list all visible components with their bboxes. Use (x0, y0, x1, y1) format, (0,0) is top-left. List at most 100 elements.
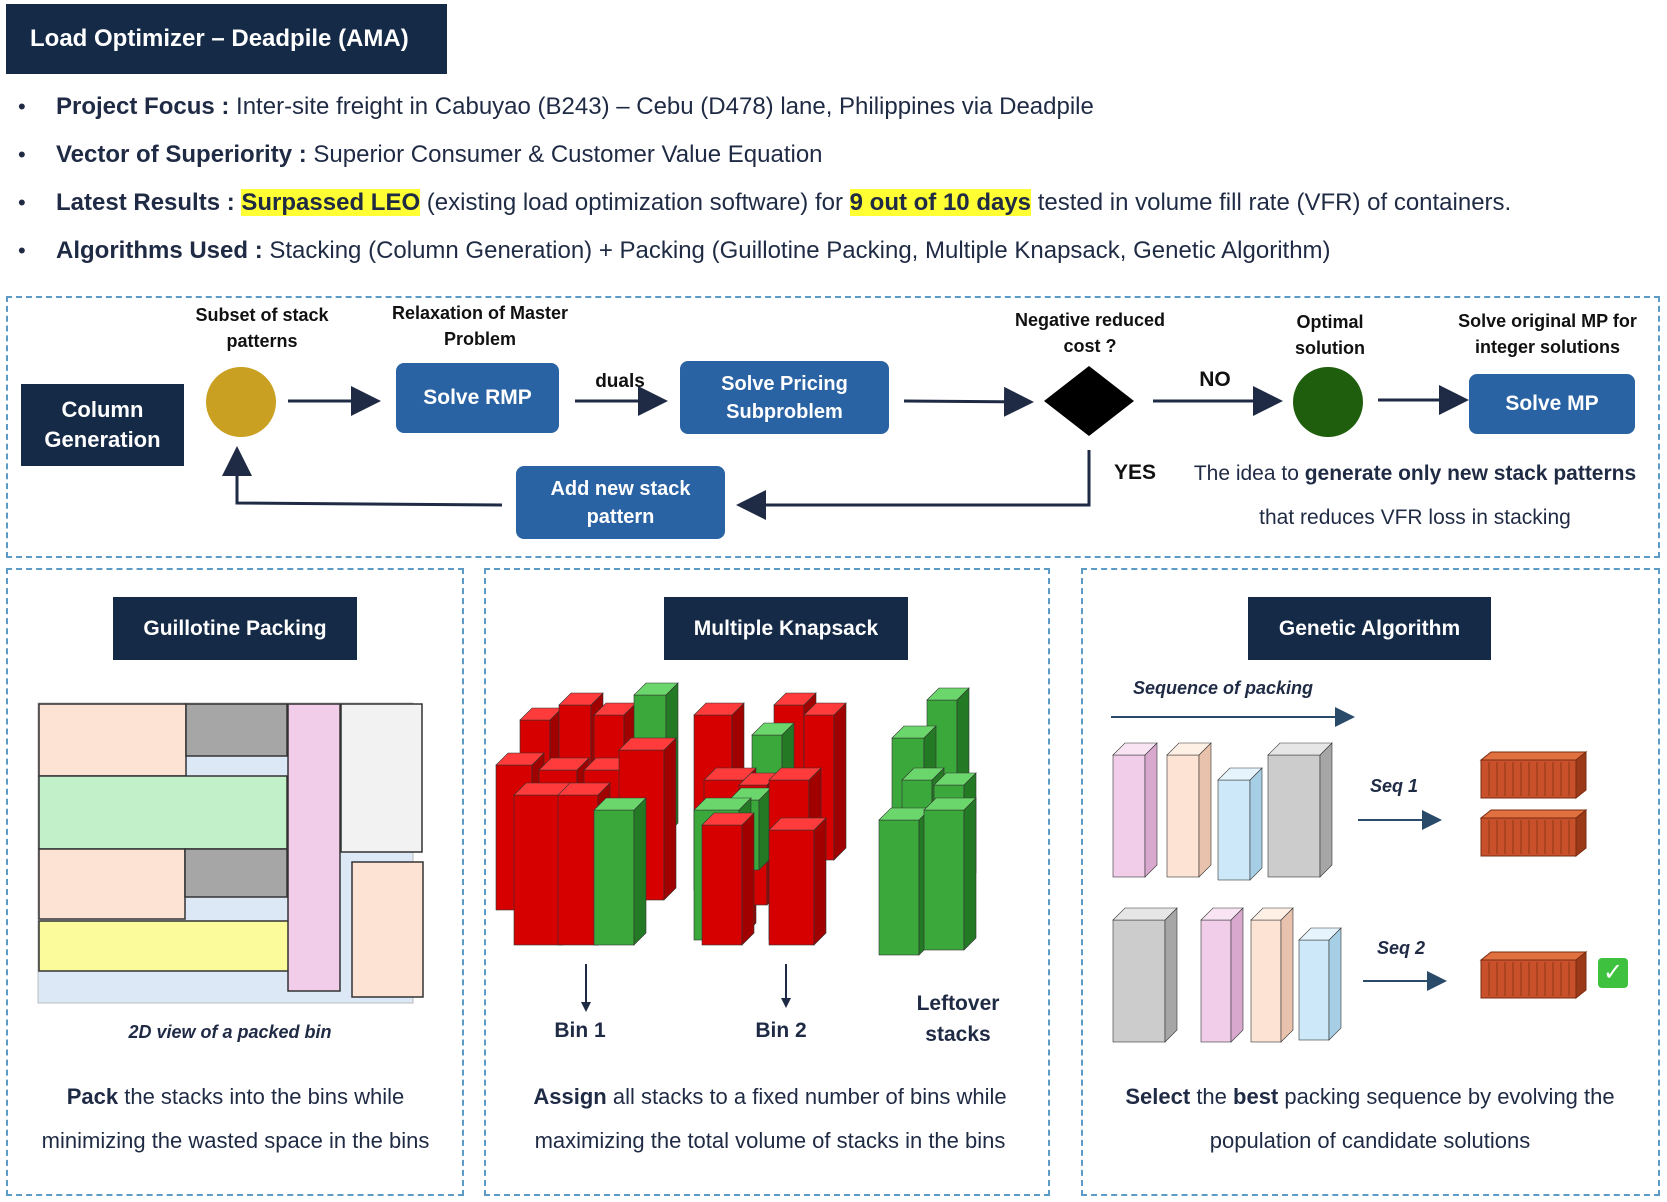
bullet-text: (existing load optimization software) fo… (420, 189, 850, 216)
knapsack-desc-bold: Assign (533, 1084, 607, 1109)
column-generation-label: Column Generation (44, 397, 161, 452)
genetic-panel (1081, 568, 1660, 1196)
bullet-label: Algorithms Used : (56, 237, 263, 264)
seq1-label: Seq 1 (1370, 776, 1419, 796)
bin2-arrow-head (781, 998, 791, 1008)
block-white (340, 703, 423, 853)
idea-bold: generate only new stack patterns (1304, 462, 1637, 485)
block-peach-2 (38, 848, 186, 920)
container-icon (1479, 750, 1588, 800)
bullet-label: Latest Results : (56, 189, 235, 216)
seq1-stack (1217, 767, 1263, 881)
knapsack-title-text: Multiple Knapsack (693, 616, 879, 640)
block-gray-1 (185, 703, 288, 757)
genetic-diagram (1111, 707, 1588, 1043)
block-green (38, 775, 288, 850)
solve-pricing-button: Solve Pricing Subproblem (680, 361, 889, 434)
guillotine-description: Pack the stacks into the bins while mini… (18, 1075, 453, 1163)
bullet-latest-results: • Latest Results : Surpassed LEO (existi… (18, 184, 1658, 232)
guillotine-desc-rest: the stacks into the bins while minimizin… (41, 1084, 430, 1153)
sequence-label: Sequence of packing (1133, 678, 1314, 698)
solve-original-label: Solve original MP for integer solutions (1458, 311, 1637, 357)
solve-pricing-label: Solve Pricing Subproblem (721, 372, 848, 423)
relaxation-label: Relaxation of Master Problem (391, 303, 569, 349)
container-icon (1479, 950, 1588, 1000)
yes-label: YES (1113, 461, 1157, 484)
leftover-stack (923, 797, 977, 951)
seq2-stack (1200, 907, 1244, 1043)
leftover-label: Leftover stacks (916, 992, 1000, 1046)
bullet-dot-icon: • (18, 142, 26, 167)
add-new-label: Add new stack pattern (550, 477, 691, 528)
highlight-surpassed: Surpassed LEO (241, 189, 421, 216)
leftover-stack (878, 807, 932, 956)
idea-post: that reduces VFR loss in stacking (1259, 506, 1571, 529)
idea-text: The idea to generate only new stack patt… (1180, 452, 1650, 540)
bullet-label: Project Focus : (56, 93, 230, 120)
bin2-stack (768, 817, 827, 946)
seq2-stack (1112, 907, 1178, 1043)
seq2-label: Seq 2 (1377, 938, 1426, 958)
negative-cost-label: Negative reduced cost ? (1014, 310, 1166, 356)
knapsack-title: Multiple Knapsack (664, 597, 908, 660)
optimal-label: Optimal solution (1295, 312, 1365, 358)
block-pink (287, 703, 341, 992)
genetic-title: Genetic Algorithm (1248, 597, 1491, 660)
page-title-text: Load Optimizer – Deadpile (AMA) (30, 25, 409, 52)
optimal-circle (1293, 367, 1363, 437)
solve-rmp-button: Solve RMP (396, 363, 559, 433)
bin2-stack (701, 812, 755, 946)
column-generation-panel (6, 296, 1660, 558)
guillotine-desc-bold: Pack (66, 1084, 119, 1109)
no-label: NO (1199, 368, 1231, 391)
bullet-text: Superior Consumer & Customer Value Equat… (306, 141, 823, 168)
seq1-stack (1112, 742, 1158, 878)
solve-mp-label: Solve MP (1505, 392, 1599, 415)
bullet-text: Stacking (Column Generation) + Packing (… (262, 237, 1331, 264)
bullet-list: • Project Focus : Inter-site freight in … (18, 88, 1658, 280)
solve-mp-button: Solve MP (1469, 374, 1635, 434)
highlight-days: 9 out of 10 days (849, 189, 1032, 216)
seq2-stack (1298, 927, 1342, 1041)
bullet-text: tested in volume fill rate (VFR) of cont… (1031, 189, 1512, 216)
genetic-title-text: Genetic Algorithm (1278, 616, 1461, 640)
bullet-text: Inter-site freight in Cabuyao (B243) – C… (229, 93, 1094, 120)
checkmark-icon: ✓ (1598, 958, 1628, 988)
idea-pre: The idea to (1193, 462, 1305, 485)
genetic-desc-rest: packing sequence by evolving the populat… (1209, 1084, 1615, 1153)
bullet-dot-icon: • (18, 238, 26, 263)
block-yellow (38, 920, 290, 972)
subset-circle (206, 367, 276, 437)
bin1-stack (593, 797, 647, 946)
block-gray-2 (184, 848, 288, 898)
genetic-description: Select the best packing sequence by evol… (1100, 1075, 1640, 1163)
bin1-arrow-head (581, 1002, 591, 1012)
arrow-decision-add (736, 450, 1091, 520)
subset-label: Subset of stack patterns (195, 305, 329, 351)
bin1-label: Bin 1 (554, 1019, 606, 1042)
knapsack-desc-rest: all stacks to a fixed number of bins whi… (534, 1084, 1007, 1153)
knapsack-stacks (495, 682, 977, 1012)
knapsack-description: Assign all stacks to a fixed number of b… (510, 1075, 1030, 1163)
genetic-desc-bold2: best (1233, 1084, 1279, 1109)
bullet-vector: • Vector of Superiority : Superior Consu… (18, 136, 1658, 184)
page-title: Load Optimizer – Deadpile (AMA) (6, 4, 447, 74)
block-peach-3 (351, 861, 424, 998)
packed-bin-diagram (37, 702, 424, 1004)
knapsack-panel (484, 568, 1050, 1196)
bin2-label: Bin 2 (755, 1019, 807, 1042)
guillotine-title: Guillotine Packing (113, 597, 357, 660)
genetic-desc-bold1: Select (1125, 1084, 1191, 1109)
bullet-dot-icon: • (18, 190, 26, 215)
container-icon (1479, 808, 1588, 858)
duals-label: duals (595, 371, 645, 392)
bullet-algorithms: • Algorithms Used : Stacking (Column Gen… (18, 232, 1658, 280)
bin-view-caption: 2D view of a packed bin (128, 1022, 332, 1042)
flow-arrows (222, 366, 1469, 520)
solve-rmp-label: Solve RMP (423, 386, 532, 409)
add-new-pattern-button: Add new stack pattern (516, 466, 725, 539)
block-peach-1 (38, 703, 187, 777)
arrow-pricing-decision (903, 386, 1034, 417)
bullet-label: Vector of Superiority : (56, 141, 307, 168)
arrow-add-subset (222, 446, 503, 507)
